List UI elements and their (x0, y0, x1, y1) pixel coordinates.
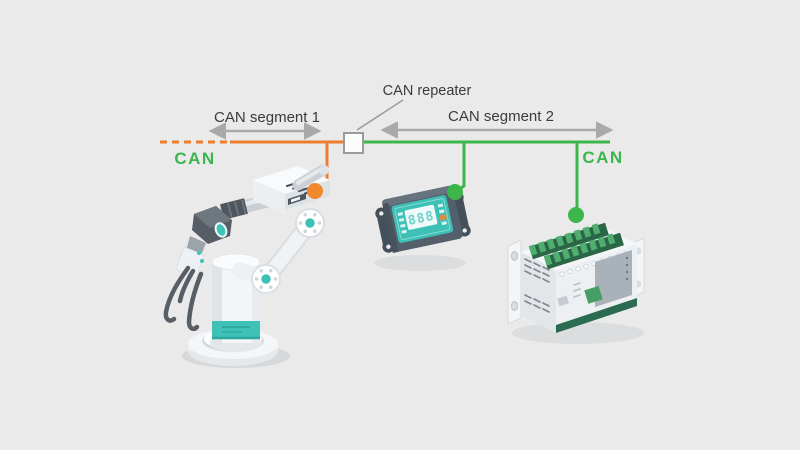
display-panel-illustration: 888 (375, 185, 471, 253)
can-label-right: CAN (582, 148, 623, 167)
bus-lines (160, 140, 610, 209)
repeater-label: CAN repeater (383, 83, 472, 99)
segment1-label: CAN segment 1 (214, 109, 320, 126)
plc-can-node (568, 207, 584, 223)
plc-module-illustration (507, 222, 645, 333)
repeater-leader-line (356, 99, 404, 131)
plc-vents (524, 258, 550, 313)
terminal-cells-front (543, 233, 616, 266)
display-screen-value: 888 (407, 209, 436, 229)
terminal-cells-back (528, 223, 601, 256)
segment-arrows (208, 99, 614, 140)
segment2-label: CAN segment 2 (448, 108, 554, 125)
can-repeater-box (343, 132, 364, 154)
display-drop-line (457, 142, 466, 192)
display-can-node (447, 184, 463, 200)
can-label-left: CAN (174, 149, 215, 168)
robot-can-node (307, 183, 323, 199)
robot-arm-illustration (163, 164, 330, 366)
